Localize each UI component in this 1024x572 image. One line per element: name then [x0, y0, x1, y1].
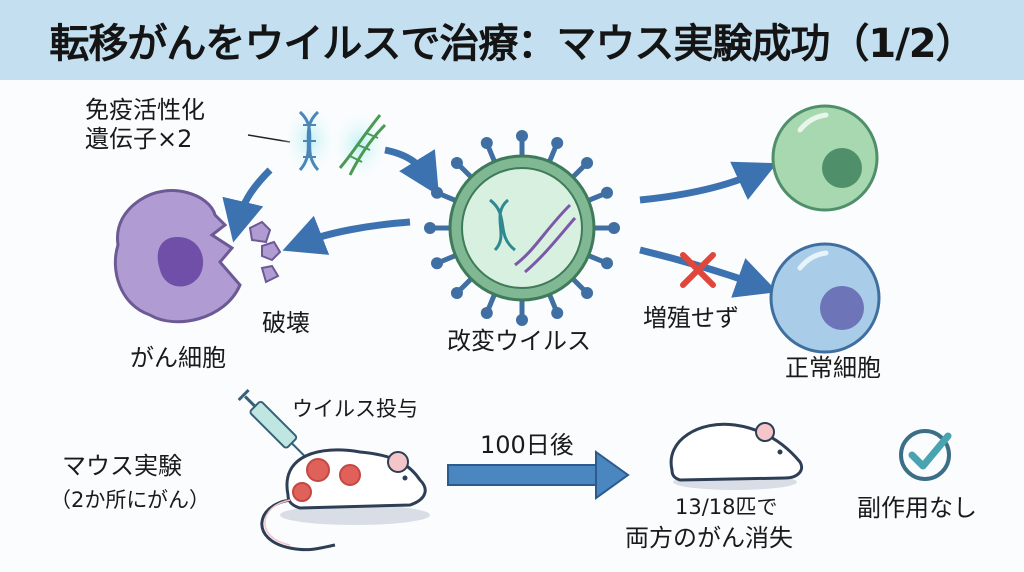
- cancer-cell-label: がん細胞: [130, 344, 226, 372]
- virus-spike-tip: [608, 222, 620, 234]
- header-banner: 転移がんをウイルスで治療：マウス実験成功（1/2）: [0, 0, 1024, 80]
- virus-spike-tip: [516, 314, 528, 326]
- cancer-cell-icon: [113, 189, 282, 324]
- syringe-icon: [237, 389, 307, 458]
- tumor-marker: [339, 464, 361, 486]
- result-line2: 両方のがん消失: [625, 524, 793, 552]
- arrow-virus-to-blue-cell: [639, 246, 778, 298]
- virus-dna-teal: [489, 198, 516, 252]
- virus-spike-tip: [581, 287, 594, 300]
- check-circle-icon: [899, 429, 952, 481]
- normal-cell-green-icon: [771, 104, 879, 212]
- virus-label: 改変ウイルス: [447, 327, 591, 355]
- virus-spike-tip: [480, 306, 493, 319]
- virus-spike-tip: [431, 186, 444, 199]
- experiment-subtitle: （2か所にがん）: [50, 488, 210, 512]
- mouse-with-tumors-icon: [260, 448, 430, 552]
- page-title: 転移がんをウイルスで治療：マウス実験成功（1/2）: [49, 21, 975, 67]
- time-label: 100日後: [480, 431, 574, 459]
- arrow-genes-to-virus: [384, 146, 440, 196]
- virus-spike-tip: [450, 287, 463, 300]
- arrow-genes-to-cancer: [222, 167, 273, 243]
- virus-spike-tip: [450, 156, 463, 169]
- normal-cell-blue-icon: [769, 242, 881, 354]
- experiment-title: マウス実験: [62, 452, 182, 480]
- virus-core: [461, 167, 583, 289]
- normal-cell-label: 正常細胞: [785, 354, 881, 382]
- destroy-label: 破壊: [262, 309, 310, 337]
- cross-icon: [680, 252, 716, 288]
- virus-spike-tip: [581, 156, 594, 169]
- virus-spike-tip: [480, 137, 493, 150]
- virus-spike-tip: [431, 257, 444, 270]
- injection-label: ウイルス投与: [292, 397, 418, 421]
- virus-spike-tip: [600, 257, 613, 270]
- side-effect-label: 副作用なし: [857, 494, 977, 522]
- virus-spike-tip: [551, 306, 564, 319]
- tumor-marker: [292, 482, 312, 502]
- virus-icon: [424, 130, 620, 326]
- virus-dna-purple: [514, 203, 577, 274]
- virus-spike-tip: [551, 137, 564, 150]
- no-replication-label: 増殖せず: [643, 304, 739, 332]
- result-line1: 13/18匹で: [675, 495, 778, 519]
- arrow-100-days: [447, 450, 630, 500]
- virus-spike-tip: [424, 222, 436, 234]
- dna-icon-blue: [280, 100, 340, 180]
- arrow-virus-to-cancer: [282, 215, 411, 255]
- dna-icon-green: [328, 105, 392, 185]
- virus-spike-tip: [600, 186, 613, 199]
- arrow-virus-to-green-cell: [639, 161, 778, 204]
- gene-label-line2: 遺伝子×2: [85, 125, 193, 153]
- healthy-mouse-icon: [669, 422, 804, 490]
- gene-label-line1: 免疫活性化: [85, 96, 205, 124]
- tumor-marker: [306, 458, 330, 482]
- virus-spike-tip: [516, 130, 528, 142]
